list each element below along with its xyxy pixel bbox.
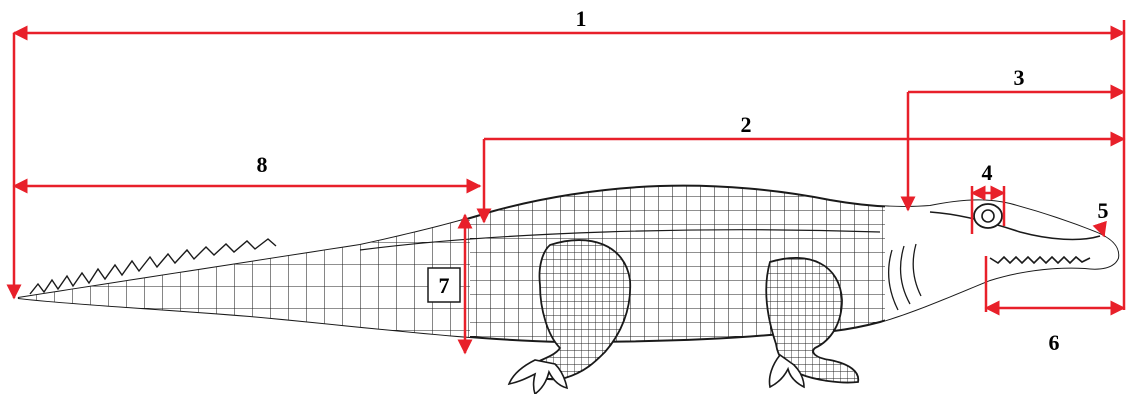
label-7-box: 7 <box>428 268 460 302</box>
label-4: 4 <box>982 160 993 185</box>
crocodile-illustration <box>10 186 1125 394</box>
label-7: 7 <box>439 273 450 298</box>
label-2: 2 <box>741 112 752 137</box>
label-6: 6 <box>1049 330 1060 355</box>
tail-scales <box>10 220 470 350</box>
label-8: 8 <box>257 152 268 177</box>
label-1: 1 <box>576 6 587 31</box>
label-3: 3 <box>1014 65 1025 90</box>
eye <box>974 204 1002 228</box>
front-leg <box>528 240 630 379</box>
label-5: 5 <box>1098 198 1109 223</box>
